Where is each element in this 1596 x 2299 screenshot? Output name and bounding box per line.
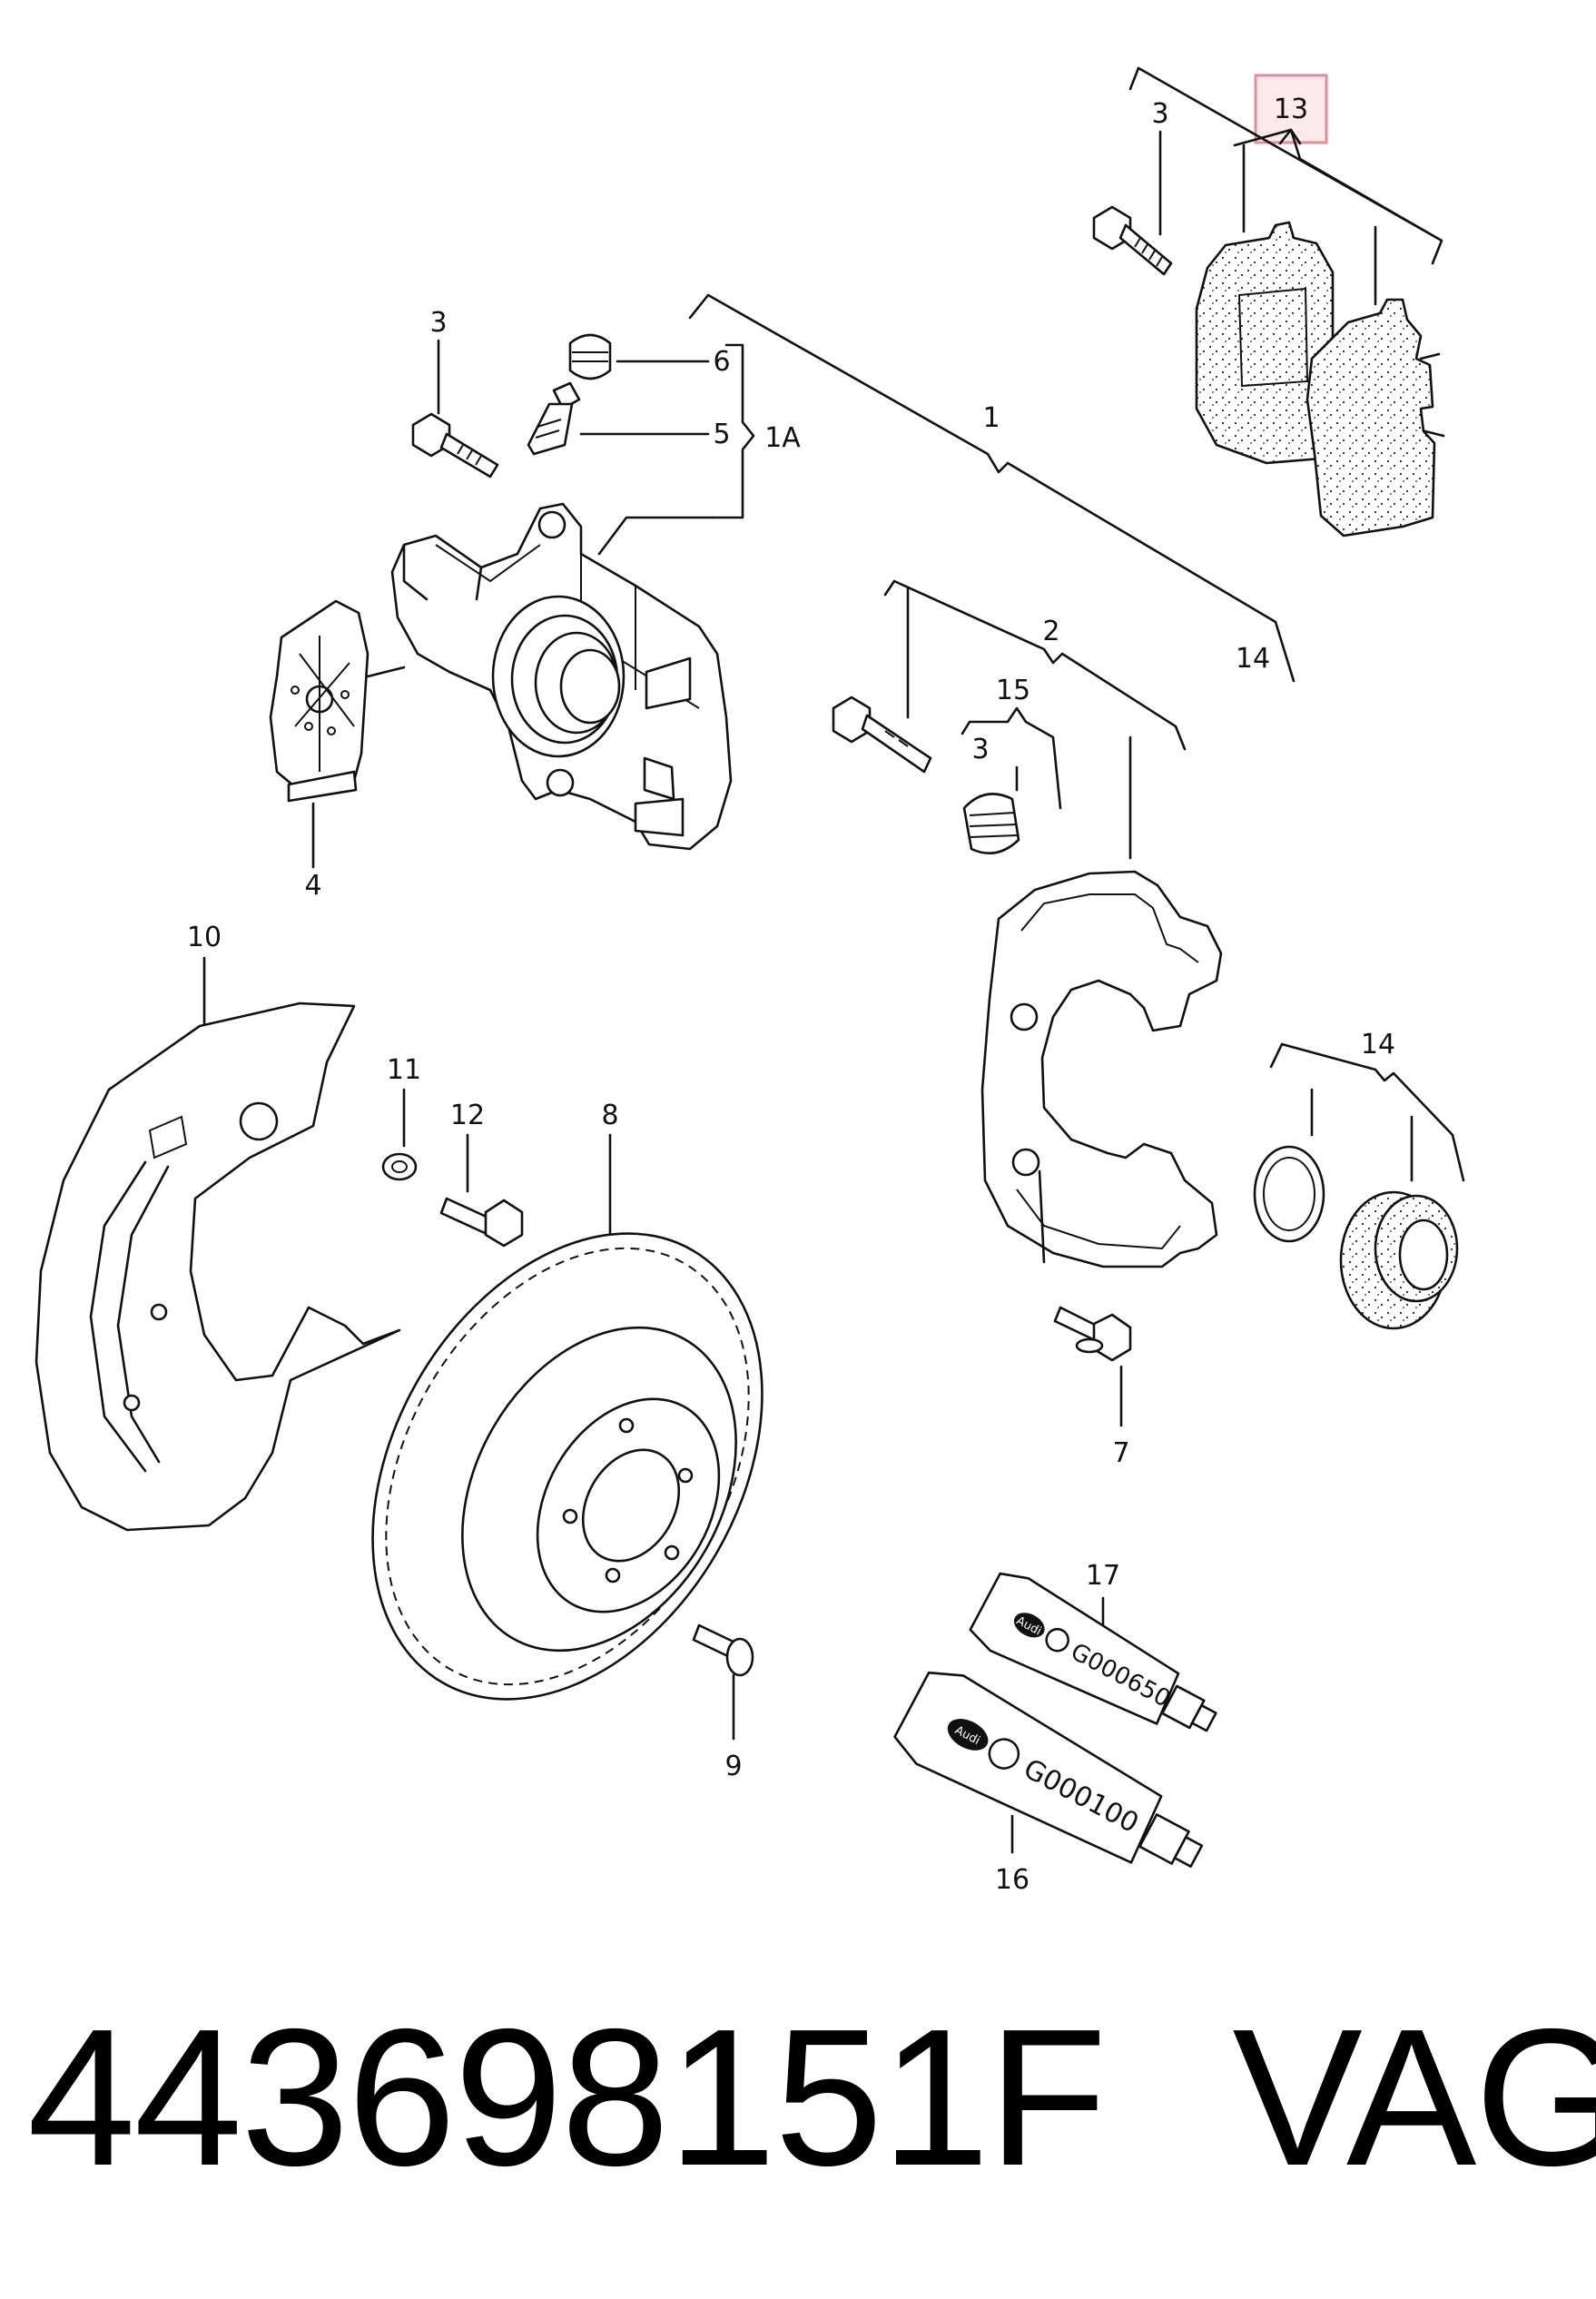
carrier-bracket-group: 2 15 3 <box>832 579 1223 1268</box>
callout-3-top: 3 <box>1151 98 1168 130</box>
bolt-3-left <box>411 412 499 479</box>
seal-ring <box>1253 1145 1325 1243</box>
callout-5: 5 <box>713 419 730 450</box>
splash-shield-10: 10 <box>34 922 401 1532</box>
bleed-cap-6 <box>568 333 612 380</box>
callout-7: 7 <box>1112 1437 1129 1469</box>
callout-1A: 1A <box>764 422 801 454</box>
bleed-screw-5 <box>527 381 581 456</box>
callout-10: 10 <box>187 922 222 953</box>
bolt-3-top <box>1092 205 1173 276</box>
part-caption: 443698151F VAG <box>27 1979 1596 2215</box>
seal-kit-14: 14 <box>1253 1029 1465 1330</box>
brake-pad-outer <box>1305 298 1436 538</box>
callout-4: 4 <box>304 870 321 902</box>
callout-14-top: 14 <box>1236 643 1270 675</box>
caliper-carrier-bracket-2 <box>980 870 1223 1268</box>
callout-9: 9 <box>724 1751 742 1782</box>
callout-12: 12 <box>450 1100 485 1131</box>
guide-pin-3 <box>832 696 932 774</box>
brake-pad-set: 13 3 <box>1092 66 1445 538</box>
brake-disc-8: 8 <box>371 1100 764 1701</box>
bushing-15 <box>962 793 1020 854</box>
callout-11: 11 <box>387 1054 421 1086</box>
screw-9: 9 <box>692 1623 754 1782</box>
callout-2: 2 <box>1042 616 1059 647</box>
bolt-7: 7 <box>1053 1306 1132 1469</box>
callout-13: 13 <box>1274 94 1308 125</box>
part-number: 443698151F <box>27 1988 1107 2206</box>
callout-1: 1 <box>982 402 1000 434</box>
callout-17: 17 <box>1086 1560 1120 1592</box>
callout-16: 16 <box>995 1864 1030 1896</box>
callout-15: 15 <box>996 675 1030 706</box>
brand-name: VAG <box>1232 1988 1596 2206</box>
callout-3-left: 3 <box>429 307 447 339</box>
caliper-assembly: 3 6 5 1A 1 14 <box>390 293 1296 851</box>
callout-6: 6 <box>713 346 730 378</box>
washer-11: 11 <box>381 1054 421 1181</box>
callout-3-pin: 3 <box>971 734 989 765</box>
screw-12: 12 <box>439 1100 524 1248</box>
callout-8: 8 <box>601 1100 618 1131</box>
callout-14-right: 14 <box>1361 1029 1395 1061</box>
anti-rattle-spring-4: 4 <box>269 599 406 902</box>
